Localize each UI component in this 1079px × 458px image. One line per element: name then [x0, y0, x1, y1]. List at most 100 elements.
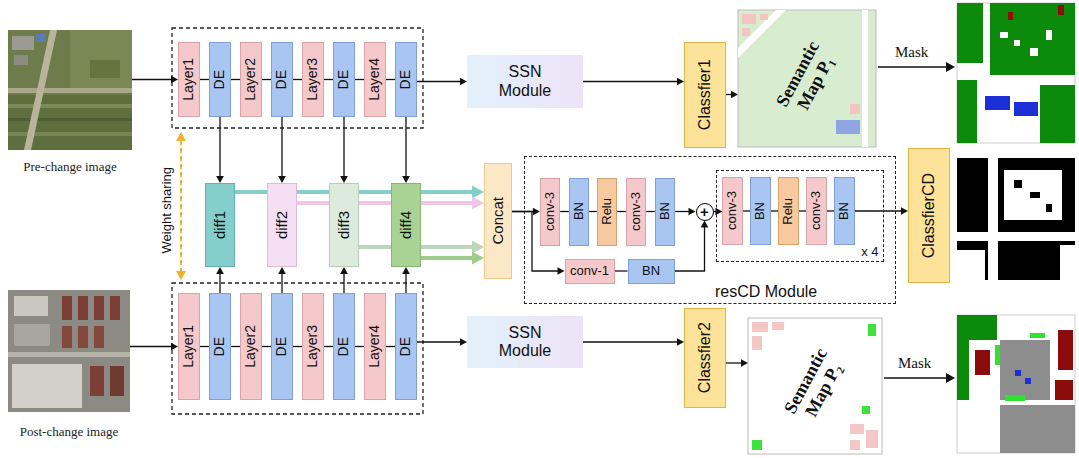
- connector: [262, 79, 271, 80]
- mask-arrow: [878, 62, 955, 383]
- connector: [617, 211, 626, 212]
- node-text: diff2: [274, 211, 291, 239]
- annotation-text: Weight sharing: [160, 167, 174, 253]
- connector: [615, 271, 628, 272]
- semantic-output-2: [1025, 378, 1031, 384]
- semantic-output-1: [1040, 85, 1075, 143]
- connector-line: [589, 211, 597, 212]
- node-text: DE: [212, 337, 227, 356]
- encoder-frame: [172, 28, 423, 128]
- connector: [726, 359, 748, 367]
- semantic-map-2: [868, 324, 876, 336]
- connector-line: [132, 79, 173, 80]
- layer-box: Layer1: [178, 293, 200, 400]
- node-text: Layer1: [181, 58, 196, 101]
- connector: [402, 267, 410, 293]
- node-text: Layer2: [243, 325, 258, 368]
- semantic-output-2: [1030, 333, 1045, 338]
- change-map: [1046, 204, 1052, 212]
- connector: [278, 267, 286, 293]
- semantic-output-1: [1008, 12, 1013, 20]
- weight-sharing-arrow: [176, 132, 186, 280]
- connector-line: [262, 79, 271, 80]
- connector: [262, 346, 271, 347]
- semantic-output-2: [1005, 395, 1025, 401]
- connector-line: [324, 79, 333, 80]
- node-text: conv-1: [570, 264, 609, 279]
- connector-line: [386, 346, 395, 347]
- post-change-photo: [110, 296, 120, 320]
- node-text: SSN Module: [485, 324, 565, 361]
- node-text: Relu: [600, 198, 614, 225]
- layer-box: conv-3: [540, 178, 560, 246]
- module-frame: x 4conv-3BNReluconv-3BN: [716, 170, 884, 262]
- node-text: Pre-change image: [23, 159, 116, 175]
- connector: [216, 117, 224, 183]
- change-map: [957, 158, 1075, 280]
- layer-box: Classfier1: [684, 42, 726, 148]
- connector-line: [675, 211, 690, 212]
- semantic-map-1: [742, 28, 750, 36]
- node-text: BN: [837, 202, 851, 220]
- arrow-head: [402, 176, 410, 183]
- connector-line: [219, 117, 220, 178]
- connector: [231, 79, 240, 80]
- connector: [402, 117, 410, 183]
- node-text: conv-3: [543, 192, 557, 231]
- node-text: Classfier1: [696, 59, 714, 130]
- arrow-head: [533, 208, 540, 216]
- connector: [417, 338, 467, 346]
- pre-change-photo: [8, 104, 132, 108]
- node-text: conv-3: [725, 191, 739, 230]
- weight-sharing-arrow: [180, 140, 182, 272]
- semantic-output-1: [1014, 102, 1038, 116]
- connector-line: [743, 210, 751, 211]
- semantic-map-1: [738, 10, 876, 147]
- connector: [799, 211, 807, 212]
- semantic-output-1: [957, 3, 1075, 143]
- connector-line: [297, 201, 476, 205]
- connector-line: [231, 79, 240, 80]
- connector-line: [617, 211, 626, 212]
- connector-line: [324, 346, 333, 347]
- arrow-head: [472, 185, 484, 198]
- semantic-output-1: [957, 3, 983, 63]
- change-map: [957, 158, 1075, 280]
- image-node: Pre-change image: [8, 30, 132, 175]
- semantic-map-1: [742, 14, 756, 24]
- connector-line: [827, 210, 835, 211]
- weight-sharing-arrow: [176, 271, 186, 280]
- connector-line: [219, 272, 220, 293]
- semantic-map-2: [748, 318, 882, 454]
- pre-change-photo: [8, 30, 132, 150]
- arrow-head: [460, 78, 467, 86]
- semantic-output-1: [1000, 32, 1008, 38]
- arrow-head: [901, 207, 908, 215]
- semantic-output-1: [1030, 48, 1038, 56]
- layer-box: conv-3: [806, 177, 826, 245]
- node-text: Layer4: [367, 325, 382, 368]
- encoder-frame: [172, 28, 423, 414]
- post-change-photo: [62, 296, 72, 320]
- arrow-head: [171, 343, 178, 351]
- connector: [340, 267, 348, 293]
- pre-change-photo: [8, 88, 132, 93]
- pre-change-photo: [70, 30, 132, 88]
- semantic-output-2: [957, 340, 969, 400]
- change-map: [988, 158, 998, 280]
- node-text: DE: [398, 337, 413, 356]
- connector-line: [726, 362, 743, 363]
- semantic-map-1: [738, 10, 786, 58]
- pre-change-photo: [36, 34, 46, 42]
- layer-box: BN: [834, 177, 854, 245]
- semantic-map-2: [866, 430, 878, 448]
- semantic-map-2: [752, 336, 762, 350]
- semantic-output-1: [1046, 30, 1052, 40]
- semantic-map-2: [862, 406, 870, 414]
- arrow-head: [689, 208, 696, 216]
- connector-line: [293, 346, 302, 347]
- sum-circle: +: [696, 203, 714, 221]
- semantic-map-2: [752, 322, 768, 332]
- connector: [675, 208, 695, 216]
- connector-line: [355, 346, 364, 347]
